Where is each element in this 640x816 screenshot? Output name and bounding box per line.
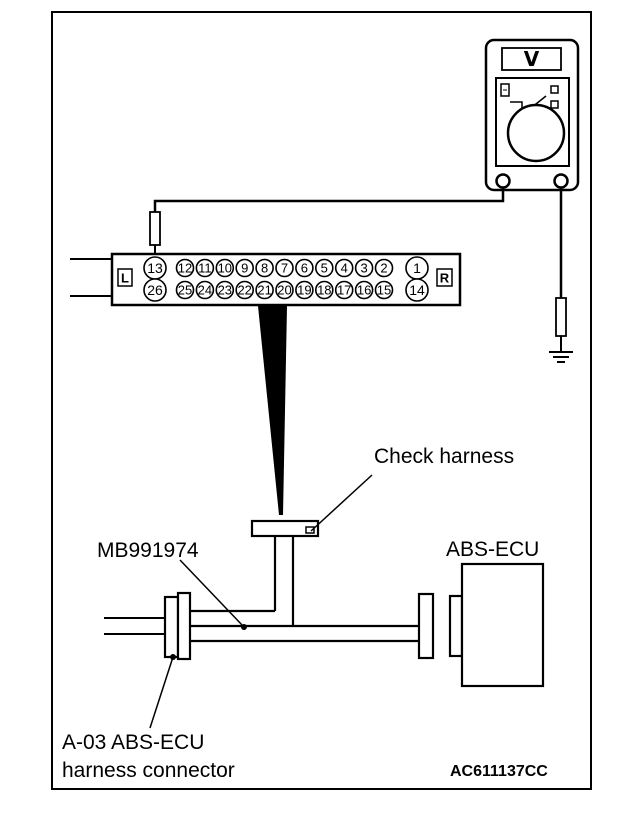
leader-check-harness: [310, 474, 373, 532]
test-probe-negative: [555, 297, 567, 352]
top-row-terminal-ring: [255, 258, 274, 278]
figure-code: AC611137CC: [450, 763, 548, 780]
bottom-row-terminal-label: 23: [218, 283, 232, 298]
top-row-terminal-label: 10: [218, 261, 232, 276]
top-row-terminal-label: 1: [413, 260, 421, 276]
bottom-row-terminal-ring: [175, 280, 195, 300]
label-connector-line1: A-03 ABS-ECU: [62, 731, 204, 754]
bottom-row-terminal-label: 25: [178, 283, 192, 298]
top-row-terminal-ring: [195, 258, 215, 278]
figure-frame: [51, 11, 592, 790]
bottom-row-terminal-ring: [334, 280, 354, 300]
bottom-row-terminal-ring: [314, 280, 334, 300]
top-row-terminal-label: 11: [198, 261, 212, 276]
bottom-row-terminal-label: 20: [277, 283, 291, 298]
bottom-row-terminal-ring: [255, 280, 274, 300]
bottom-row-terminal-label: 21: [257, 283, 271, 298]
connector-marker-left: L: [121, 271, 129, 286]
top-row-terminal-ring: [235, 258, 254, 278]
bottom-row-terminal-ring: [374, 280, 394, 300]
voltmeter-terminal-positive: [495, 173, 511, 189]
positive-lead-wire: [153, 187, 505, 212]
top-row-terminal-ring: [314, 258, 334, 278]
top-row-terminal-ring: [374, 258, 394, 278]
voltmeter-display: [501, 47, 562, 71]
top-row-terminal-ring: [275, 258, 294, 278]
connector-marker-left-box: [117, 268, 133, 287]
top-row-terminal-label: 6: [301, 261, 308, 276]
abs-ecu-unit: [460, 562, 545, 688]
bottom-row-terminal-ring: [235, 280, 254, 300]
voltmeter: V: [484, 38, 580, 192]
label-check-harness: Check harness: [374, 445, 514, 468]
label-connector-line2: harness connector: [62, 759, 235, 782]
top-row-terminal-label: 12: [178, 261, 192, 276]
top-row-terminal-label: 9: [241, 261, 248, 276]
bottom-row-terminal-label: 22: [237, 283, 251, 298]
bottom-row-terminal-ring: [405, 278, 429, 302]
connector-marker-right: R: [440, 271, 450, 286]
top-row-terminal-ring: [175, 258, 195, 278]
leader-harness-connector-dot: [170, 654, 176, 660]
abs-ecu-harness-connector: [104, 591, 192, 661]
bottom-row-terminal-label: 14: [409, 282, 425, 298]
leader-harness-connector: [149, 656, 174, 729]
leader-special-tool-dot: [241, 624, 247, 630]
check-harness-tee: [190, 519, 419, 643]
top-row-terminal-label: 13: [147, 260, 163, 276]
leader-special-tool: [179, 559, 244, 627]
bottom-row-terminal-label: 24: [198, 283, 212, 298]
top-row-terminal-label: 4: [341, 261, 348, 276]
top-row-terminal-ring: [354, 258, 374, 278]
detail-pointer: [258, 306, 287, 515]
voltmeter-dial: [506, 103, 566, 163]
bottom-row-terminal-ring: [195, 280, 215, 300]
voltmeter-display-label: V: [524, 47, 540, 71]
bottom-row-terminal-ring: [215, 280, 235, 300]
bottom-row-terminal-label: 26: [147, 282, 163, 298]
voltmeter-terminal-negative: [553, 173, 569, 189]
ecu-side-connector: [417, 592, 464, 660]
label-special-tool: MB991974: [97, 539, 199, 562]
bottom-row-terminal-ring: [275, 280, 294, 300]
top-row-terminal-ring: [215, 258, 235, 278]
top-row-terminal-ring: [334, 258, 354, 278]
bottom-row-terminal-ring: [143, 278, 167, 302]
top-row-terminal-ring: [295, 258, 314, 278]
bottom-row-terminal-label: 18: [317, 283, 331, 298]
top-row-terminal-label: 7: [281, 261, 288, 276]
label-abs-ecu: ABS-ECU: [446, 538, 539, 561]
top-row-terminal-label: 8: [261, 261, 268, 276]
top-row-terminal-label: 2: [380, 261, 387, 276]
bottom-row-terminal-label: 19: [297, 283, 311, 298]
top-row-terminal-label: 3: [360, 261, 367, 276]
bottom-row-terminal-label: 17: [337, 283, 351, 298]
test-probe-positive: [149, 211, 161, 258]
bottom-row-terminal-label: 16: [357, 283, 371, 298]
bottom-row-terminal-ring: [295, 280, 314, 300]
top-row-terminal-label: 5: [321, 261, 328, 276]
bottom-row-terminal-label: 15: [377, 283, 391, 298]
bottom-row-terminal-ring: [354, 280, 374, 300]
terminal-row-bottom: 26 25 24 23 22 21 20 19 18 17 16 15 14: [143, 278, 429, 302]
voltmeter-switch: [500, 83, 510, 97]
ground-symbol: [549, 351, 573, 363]
connector-marker-right-box: [436, 268, 453, 287]
